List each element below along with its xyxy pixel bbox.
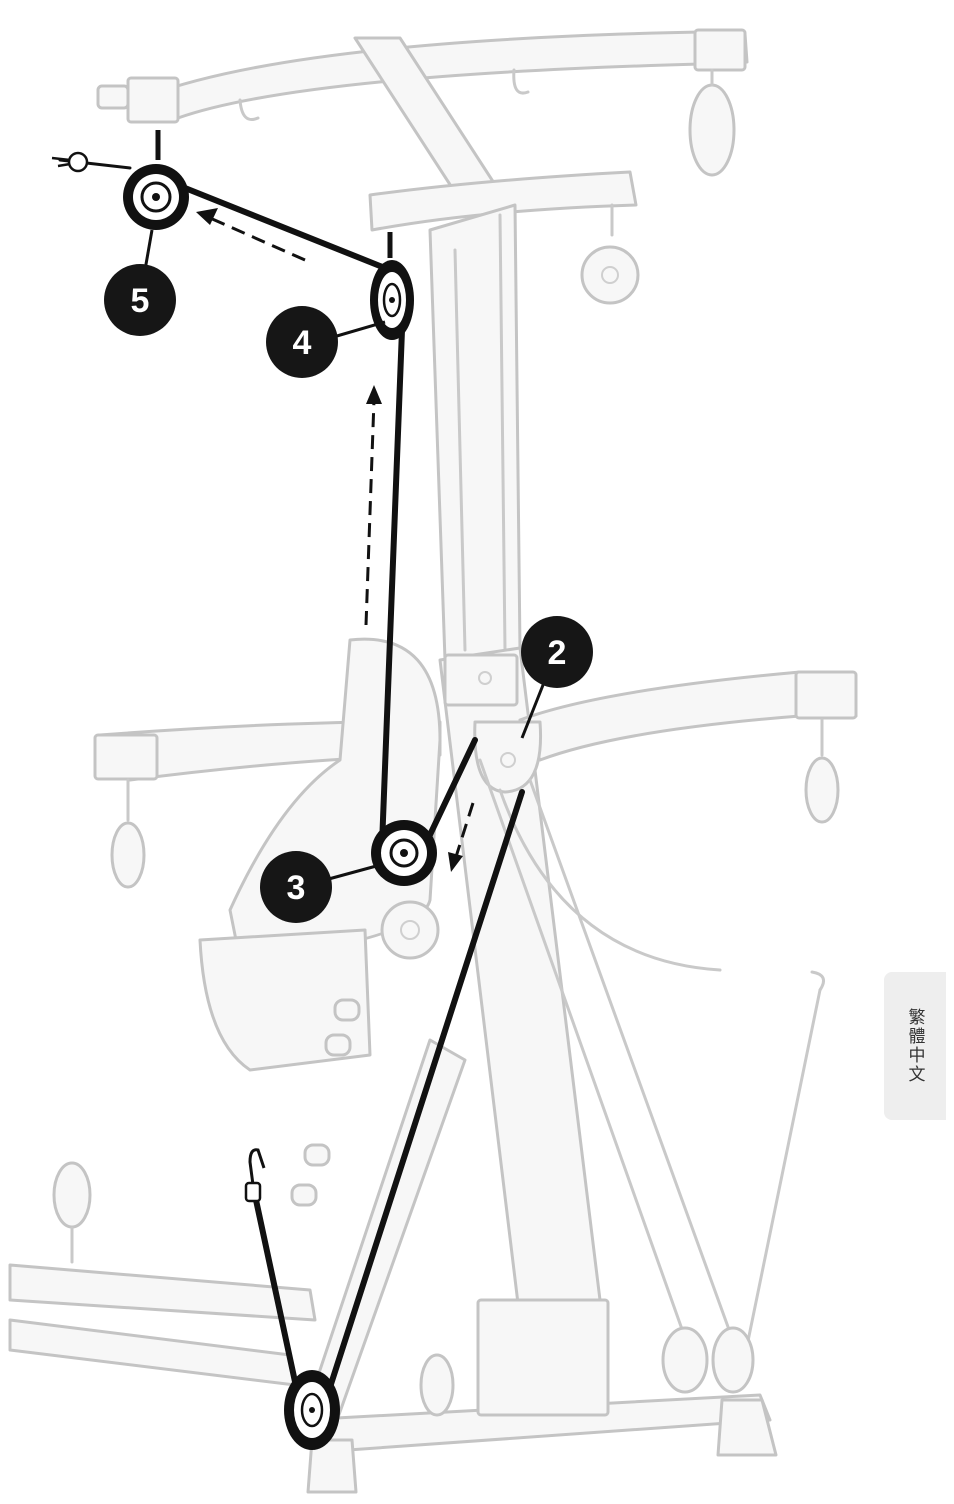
callout-5-label: 5	[131, 282, 150, 320]
base-box	[476, 1298, 610, 1417]
arrow-up-to-4	[364, 399, 376, 626]
junction-bolt	[500, 752, 516, 768]
ghost-cable-2	[498, 788, 722, 972]
arrowhead-down-to-3	[448, 852, 463, 872]
pulley-base-icon	[284, 1370, 340, 1450]
seat-peg-2	[324, 1033, 352, 1057]
ghost-pulley-mid-right	[804, 718, 840, 824]
pulley-5-icon	[123, 130, 189, 230]
callout-5: 5	[104, 229, 176, 336]
ghost-pulley-front-left	[52, 1161, 92, 1264]
ghost-pulley-second	[580, 245, 640, 305]
top-hook-2	[512, 68, 530, 95]
ghost-hook-right	[810, 970, 826, 992]
cable-segment-4-to-3	[379, 327, 405, 848]
front-rail-lower	[8, 1318, 297, 1387]
cable-segment-base-to-hook	[253, 1197, 303, 1408]
callout-4-label: 4	[293, 324, 312, 362]
ghost-pulley-top-right	[688, 68, 736, 177]
cable-segment-5-to-4	[162, 177, 388, 271]
main-upright	[428, 203, 522, 662]
junction-pulley-bracket	[473, 720, 543, 794]
arrowhead-toward-5	[196, 208, 218, 225]
seat-peg-1	[333, 998, 361, 1022]
callout-3-label: 3	[287, 869, 306, 907]
arrowhead-up-to-4	[366, 385, 382, 404]
arrow-down-to-3	[453, 802, 475, 861]
lower-hook-icon	[244, 1148, 266, 1203]
arrow-toward-5	[209, 216, 306, 262]
front-rail	[8, 1263, 317, 1322]
callout-3: 3	[260, 851, 381, 923]
leg-peg-2	[290, 1183, 318, 1207]
callout-4: 4	[266, 306, 386, 378]
callout-2-label: 2	[548, 634, 567, 672]
direction-arrows	[196, 208, 475, 872]
ghost-pulley-base-1	[419, 1353, 455, 1417]
ghost-pulley-base-2	[661, 1326, 709, 1394]
ghost-pulley-base-3	[711, 1326, 755, 1394]
language-switch-label: 繁體中文	[904, 1008, 925, 1084]
machine-frame	[8, 28, 858, 1494]
upright-inner-line-2	[498, 213, 507, 652]
upright-inner-line	[453, 248, 467, 652]
front-foot-left	[306, 1438, 358, 1494]
column-junction-box	[443, 653, 519, 707]
language-switch-tab[interactable]: 繁體中文	[884, 972, 946, 1120]
mid-crossbar-end-right	[794, 670, 858, 720]
top-crossbar-end-right	[693, 28, 747, 72]
frame-bolt-1	[478, 671, 492, 685]
front-foot-right	[716, 1398, 778, 1457]
cable-clip-icon	[51, 151, 89, 173]
ghost-cable-3	[738, 988, 822, 1382]
ghost-cable-4	[528, 778, 742, 1362]
top-crossbar-end-left	[126, 76, 180, 124]
pulley-3-icon	[371, 820, 437, 886]
top-knob-left	[96, 84, 130, 110]
seat-pad	[198, 928, 372, 1072]
pulley-4-icon	[370, 232, 414, 340]
leg-peg-1	[303, 1143, 331, 1167]
ghost-pulley-lower-seat	[380, 900, 440, 960]
ghost-cable-1	[478, 758, 702, 1382]
callout-2: 2	[520, 616, 593, 739]
cable-segment-2-to-base	[319, 789, 525, 1415]
second-crossbar	[368, 170, 638, 232]
top-hook-1	[238, 98, 260, 121]
mid-crossbar-end-left	[93, 733, 159, 781]
ghost-pulley-mid-left	[110, 778, 146, 889]
